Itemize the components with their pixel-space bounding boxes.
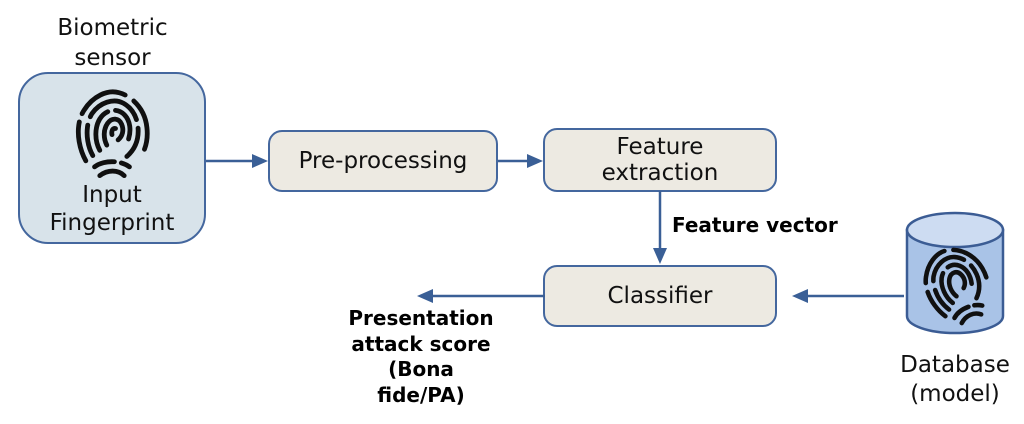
arrow-classifier-to-output xyxy=(417,289,545,303)
feature-extraction-label: Feature extraction xyxy=(601,133,719,186)
sensor-label: Input Fingerprint xyxy=(49,182,175,236)
node-biometric-sensor: Input Fingerprint xyxy=(18,72,206,244)
fingerprint-icon xyxy=(923,247,991,326)
database-label-line1: Database xyxy=(900,352,1010,378)
output-label-line1: Presentation xyxy=(348,306,494,330)
arrow-preprocessing-to-feature-extraction xyxy=(498,154,543,168)
arrow-sensor-to-preprocessing xyxy=(206,154,268,168)
feature-vector-label: Feature vector xyxy=(672,213,838,237)
output-label: Presentation attack score (Bona fide/PA) xyxy=(341,306,501,408)
node-preprocessing: Pre-processing xyxy=(268,130,498,192)
output-label-line3: (Bona fide/PA) xyxy=(377,357,465,407)
sensor-title: Biometric sensor xyxy=(57,15,168,71)
node-feature-extraction: Feature extraction xyxy=(543,128,777,192)
classifier-label: Classifier xyxy=(607,282,713,309)
output-label-line2: attack score xyxy=(351,331,491,356)
node-classifier: Classifier xyxy=(543,265,777,327)
arrow-database-to-classifier xyxy=(792,289,904,303)
database-label: Database (model) xyxy=(893,351,1017,409)
preprocessing-label: Pre-processing xyxy=(298,147,468,174)
database-label-line2: (model) xyxy=(910,380,1000,407)
fingerprint-icon xyxy=(76,89,150,179)
arrow-feature-extraction-to-classifier xyxy=(653,191,667,264)
